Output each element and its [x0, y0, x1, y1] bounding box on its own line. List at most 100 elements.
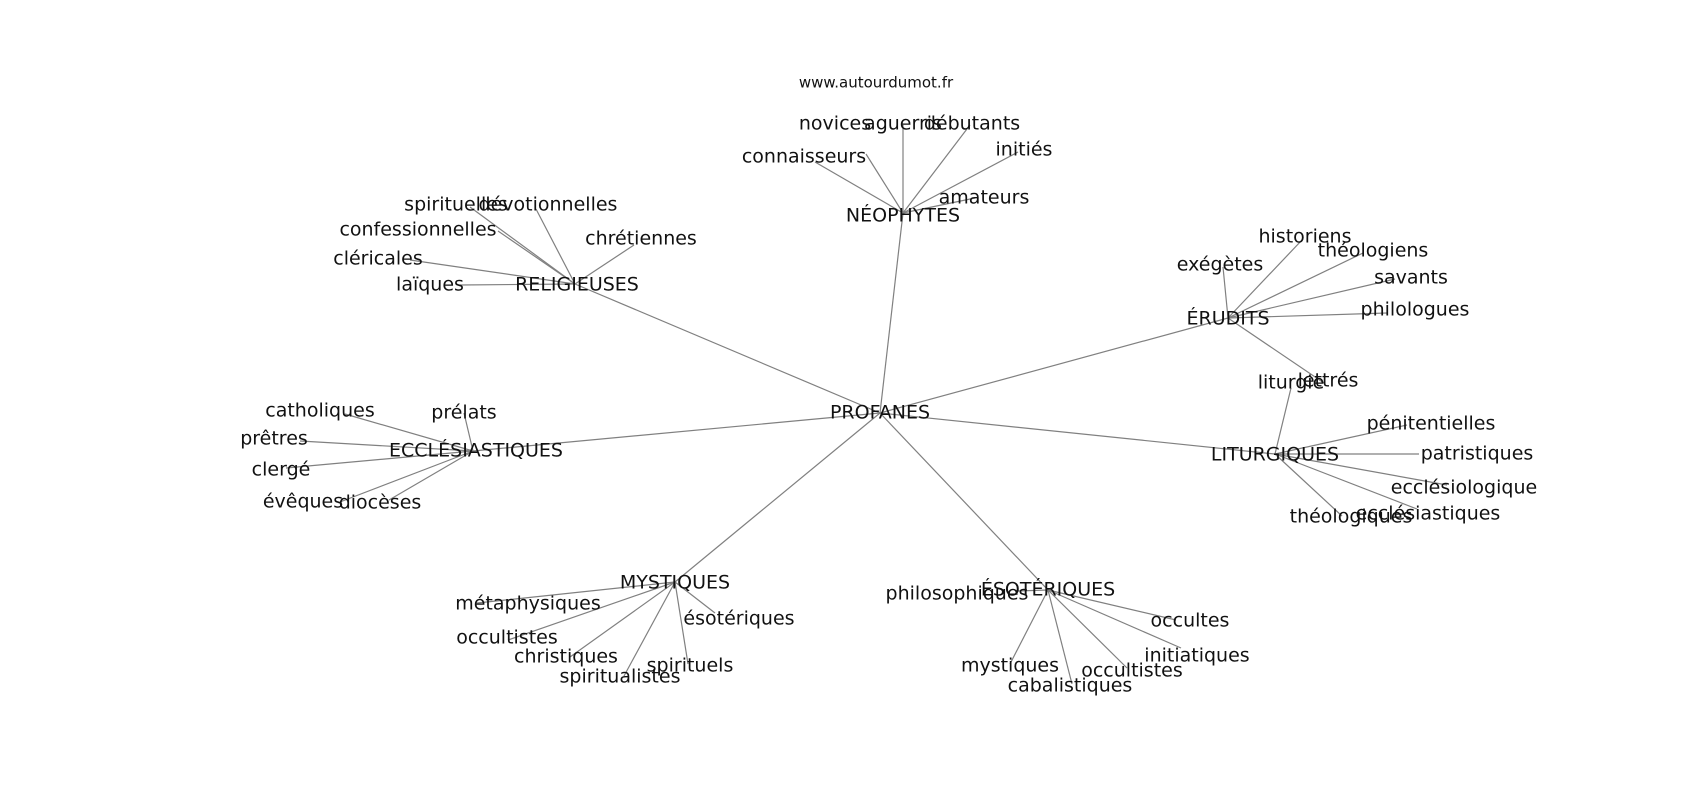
edge-mystiques-christiques [569, 581, 676, 658]
edge-liturgiques-ecclesiastiques [1274, 453, 1418, 510]
leaf-aguerris: aguerris [864, 113, 942, 135]
leaf-connaisseurs: connaisseurs [742, 146, 866, 168]
leaf-devotionnelles: dévotionnelles [479, 194, 618, 216]
edge-ecclesiastiques-prelats [463, 412, 474, 452]
leaf-savants: savants [1374, 267, 1448, 289]
leaf-christiques: christiques [514, 646, 618, 668]
edge-erudits-savants [1227, 278, 1396, 319]
edge-erudits-lettres [1227, 317, 1325, 384]
edge-esoteriques-initiatiques [1047, 589, 1182, 649]
node-liturgiques: LITURGIQUES [1211, 444, 1339, 466]
leaf-metaphysiques: métaphysiques [455, 593, 601, 615]
edge-erudits-theologiens [1227, 252, 1364, 319]
node-profanes: PROFANES [830, 402, 930, 424]
leaf-chretiennes: chrétiennes [585, 228, 697, 250]
leaf-esoteriques: ésotériques [683, 608, 794, 630]
edge-religieuses-chretiennes [574, 244, 635, 285]
leaf-novices: novices [799, 113, 871, 135]
leaf-initiatiques: initiatiques [1144, 645, 1249, 667]
edge-mystiques-occultistes [507, 581, 676, 641]
edge-erudits-exegetes [1222, 266, 1229, 319]
leaf-spiritualistes: spiritualistes [560, 666, 681, 688]
edge-profanes-mystiques [674, 412, 881, 583]
edge-mystiques-spiritualistes [623, 581, 676, 677]
node-erudits: ÉRUDITS [1186, 307, 1269, 330]
edge-liturgiques-penitentielles [1274, 424, 1408, 455]
edge-neophytes-debutants [902, 124, 971, 214]
edge-neophytes-inities [902, 151, 1019, 214]
leaf-liturgie: liturgie [1258, 372, 1325, 394]
edge-erudits-philologues [1227, 312, 1388, 319]
edge-profanes-neophytes [879, 212, 904, 414]
edge-profanes-ecclesiastiques [472, 412, 881, 452]
edge-ecclesiastiques-clerge [285, 450, 474, 469]
node-neophytes: NÉOPHYTES [846, 204, 960, 227]
leaf-ecclesiastiques: ecclésiastiques [1356, 503, 1501, 525]
edge-esoteriques-philosophiques [1016, 589, 1049, 592]
leaf-historiens: historiens [1258, 226, 1351, 248]
edge-neophytes-amateurs [902, 197, 976, 214]
leaf-spirituelles: spirituelles [404, 194, 508, 216]
edge-ecclesiastiques-eveques [339, 450, 474, 503]
edge-esoteriques-occultes [1047, 589, 1177, 621]
graph-labels: www.autourdumot.fr PROFANES NÉOPHYTES novi… [240, 74, 1537, 697]
leaf-penitentielles: pénitentielles [1367, 413, 1496, 435]
edge-mystiques-metaphysiques [476, 581, 676, 604]
edge-profanes-religieuses [574, 283, 881, 414]
node-esoteriques: ÉSOTÉRIQUES [981, 578, 1115, 601]
node-ecclesiastiques: ECCLÉSIASTIQUES [389, 439, 563, 462]
leaf-eveques: évêques [263, 491, 343, 513]
edge-neophytes-connaisseurs [814, 161, 904, 214]
edge-ecclesiastiques-catholiques [344, 413, 474, 452]
leaf-spirituels: spirituels [647, 655, 734, 677]
edge-profanes-liturgiques [879, 412, 1276, 455]
leaf-amateurs: amateurs [939, 187, 1030, 209]
edge-mystiques-esoteriques [674, 581, 716, 614]
leaf-occultes: occultes [1151, 610, 1230, 632]
leaf-confessionnelles: confessionnelles [339, 219, 496, 241]
leaf-occultistes: occultistes [1081, 660, 1183, 682]
node-religieuses: RELIGIEUSES [515, 274, 639, 296]
leaf-theologiques: théologiques [1290, 506, 1413, 528]
edge-liturgiques-liturgie [1274, 387, 1292, 455]
leaf-prelats: prélats [431, 402, 496, 424]
leaf-debutants: débutants [924, 113, 1020, 135]
edge-erudits-historiens [1227, 239, 1303, 319]
leaf-patristiques: patristiques [1421, 443, 1534, 465]
edge-ecclesiastiques-pretres [299, 440, 474, 452]
leaf-dioceses: diocèses [339, 492, 422, 514]
edge-esoteriques-cabalistiques [1047, 589, 1073, 685]
edge-profanes-erudits [879, 317, 1229, 414]
edge-religieuses-laiques [459, 283, 576, 286]
graph-edges [285, 124, 1448, 685]
leaf-inities: initiés [996, 139, 1053, 161]
source-credit: www.autourdumot.fr [799, 74, 954, 92]
edge-liturgiques-ecclesiologique [1274, 453, 1448, 486]
leaf-laiques: laïques [396, 274, 464, 296]
leaf-philologues: philologues [1361, 299, 1470, 321]
edge-liturgiques-theologiques [1274, 453, 1343, 517]
edge-esoteriques-mystiques [1009, 589, 1049, 665]
leaf-philosophiques: philosophiques [886, 583, 1029, 605]
leaf-ecclesiologique: ecclésiologique [1391, 477, 1537, 499]
leaf-catholiques: catholiques [265, 400, 374, 422]
edge-mystiques-spirituels [674, 581, 689, 665]
edge-religieuses-confessionnelles [497, 230, 576, 285]
edge-esoteriques-occultistes [1047, 589, 1128, 669]
leaf-occultistes: occultistes [456, 627, 558, 649]
edge-neophytes-novices [865, 153, 904, 214]
leaf-clerge: clergé [252, 459, 311, 481]
leaf-lettres: lettrés [1298, 370, 1359, 392]
leaf-cabalistiques: cabalistiques [1008, 675, 1133, 697]
edge-profanes-esoteriques [879, 412, 1049, 591]
leaf-pretres: prêtres [240, 428, 308, 450]
leaf-theologiens: théologiens [1318, 240, 1429, 262]
edge-ecclesiastiques-dioceses [388, 450, 474, 501]
node-mystiques: MYSTIQUES [620, 572, 730, 594]
edge-religieuses-devotionnelles [535, 208, 576, 285]
leaf-mystiques: mystiques [961, 655, 1059, 677]
leaf-clericales: cléricales [333, 248, 422, 270]
edge-religieuses-clericales [409, 259, 576, 285]
edge-religieuses-spirituelles [469, 206, 576, 285]
